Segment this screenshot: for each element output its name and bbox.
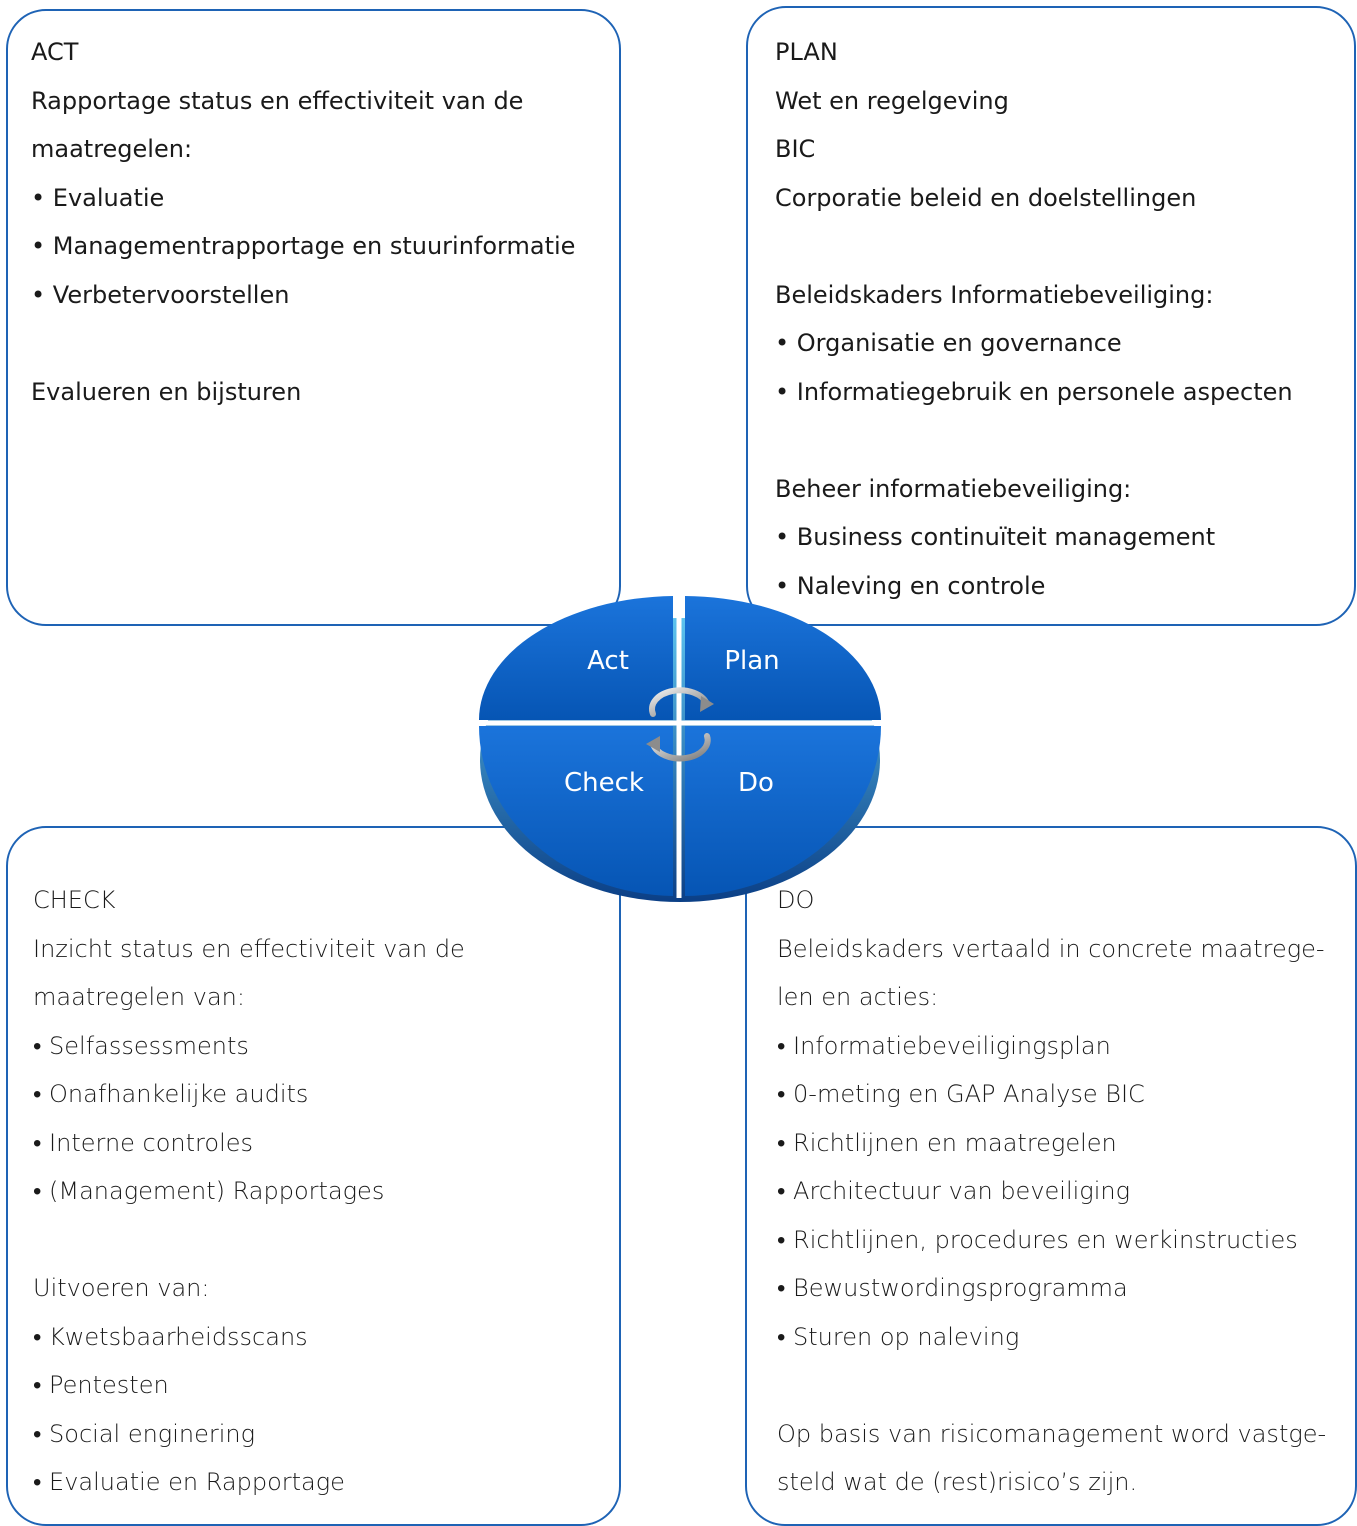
text-line: • Richtlijnen, procedures en werkinstruc… — [777, 1225, 1298, 1254]
text-line: • Social enginering — [33, 1419, 255, 1448]
text-line — [775, 222, 1293, 271]
text-line: • Kwetsbaarheidsscans — [33, 1322, 308, 1351]
text-line — [31, 319, 575, 368]
text-line: • Selfassessments — [33, 1031, 249, 1060]
text-line: maatregelen: — [31, 135, 193, 163]
text-line: • Managementrapportage en stuurinformati… — [31, 232, 576, 260]
text-line: • Richtlijnen en maatregelen — [777, 1128, 1117, 1157]
text-line: Op basis van risicomanagement word vastg… — [777, 1419, 1327, 1448]
text-line — [775, 416, 1293, 465]
text-line: • (Management) Rapportages — [33, 1177, 385, 1205]
text-line: • Naleving en controle — [775, 571, 1046, 600]
plan-box — [746, 6, 1356, 626]
text-line — [777, 1361, 1326, 1410]
text-line: • 0-meting en GAP Analyse BIC — [777, 1080, 1145, 1108]
pdca-cycle: Act Plan Check Do — [474, 596, 886, 902]
text-line: Rapportage status en effectiviteit van d… — [31, 86, 524, 115]
text-line: PLAN — [775, 38, 838, 66]
act-segment — [479, 596, 673, 720]
check-text: CHECK Inzicht status en effectiviteit van… — [33, 876, 465, 1507]
text-line: Beleidskaders Informatiebeveiliging: — [775, 280, 1214, 309]
text-line: CHECK — [33, 886, 116, 914]
plan-label: Plan — [724, 646, 779, 676]
do-text: DO Beleidskaders vertaald in concrete maa… — [777, 876, 1326, 1507]
text-line: Corporatie beleid en doelstellingen — [775, 183, 1197, 212]
text-line: • Business continuïteit management — [775, 523, 1216, 551]
text-line: • Architectuur van beveiliging — [777, 1177, 1130, 1205]
text-line: Beleidskaders vertaald in concrete maatr… — [777, 934, 1325, 963]
cycle-arrowheads — [646, 696, 714, 752]
text-line: • Pentesten — [33, 1371, 169, 1399]
text-line: • Onafhankelijke audits — [33, 1080, 309, 1108]
text-line: ACT — [31, 38, 79, 66]
text-line: steld wat de (rest)risico’s zijn. — [777, 1468, 1138, 1496]
text-line: • Informatiegebruik en personele aspecte… — [775, 377, 1293, 406]
check-segment — [479, 726, 673, 896]
pdca-wheel: Act Plan Check Do — [478, 596, 882, 902]
text-line: Uitvoeren van: — [33, 1274, 210, 1302]
text-line: Beheer informatiebeveiliging: — [775, 474, 1132, 503]
text-line: • Sturen op naleving — [777, 1322, 1020, 1351]
do-box — [745, 826, 1357, 1526]
text-line: maatregelen van: — [33, 983, 245, 1011]
text-line — [33, 1216, 465, 1265]
text-line: Evalueren en bijsturen — [31, 377, 302, 406]
text-line: • Interne controles — [33, 1128, 254, 1157]
text-line: • Evaluatie en Rapportage — [33, 1468, 345, 1496]
text-line: Inzicht status en effectiviteit van de — [33, 934, 465, 963]
text-line: Wet en regelgeving — [775, 86, 1009, 115]
do-label: Do — [738, 768, 774, 798]
do-segment — [685, 726, 881, 896]
text-line: • Evaluatie — [31, 183, 165, 212]
text-line: • Verbetervoorstellen — [31, 280, 290, 309]
text-line: DO — [777, 886, 815, 914]
plan-segment — [685, 596, 881, 720]
act-label: Act — [587, 646, 629, 676]
text-line: • Bewustwordingsprogramma — [777, 1274, 1128, 1302]
text-line: • Organisatie en governance — [775, 329, 1122, 357]
text-line: BIC — [775, 135, 816, 163]
act-text: ACT Rapportage status en effectiviteit va… — [31, 28, 575, 416]
text-line: len en acties: — [777, 983, 939, 1011]
check-label: Check — [564, 768, 644, 798]
text-line: • Informatiebeveiligingsplan — [777, 1031, 1111, 1060]
act-box — [6, 9, 621, 626]
